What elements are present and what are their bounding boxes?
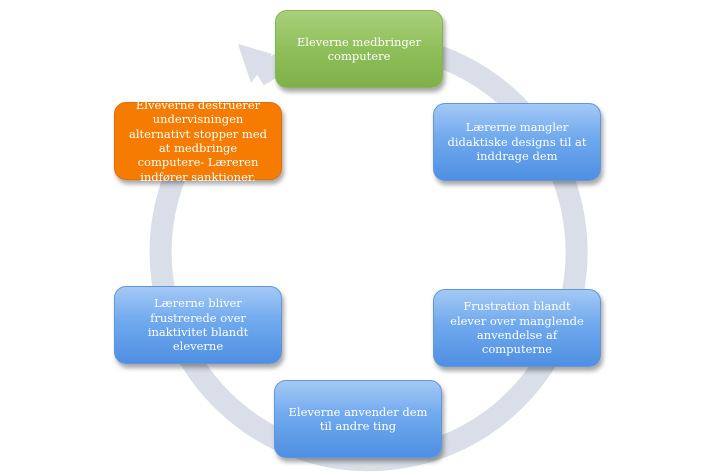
cycle-node-6: Elveverne destruerer undervisningen alte… bbox=[114, 98, 282, 184]
cycle-node-5: Lærerne bliver frustrerede over inaktivi… bbox=[114, 286, 282, 364]
cycle-node-1-text: Eleverne medbringer computere bbox=[296, 34, 422, 63]
cycle-node-4: Eleverne anvender dem til andre ting bbox=[274, 380, 442, 458]
cycle-node-6-text: Elveverne destruerer undervisningen alte… bbox=[129, 97, 267, 184]
cycle-node-2: Lærerne mangler didaktiske designs til a… bbox=[433, 103, 601, 181]
cycle-node-4-text: Eleverne anvender dem til andre ting bbox=[288, 404, 428, 433]
cycle-node-3-text: Frustration blandt elever over manglende… bbox=[450, 299, 584, 357]
cycle-node-1: Eleverne medbringer computere bbox=[275, 10, 443, 88]
cycle-node-2-text: Lærerne mangler didaktiske designs til a… bbox=[447, 120, 587, 164]
cycle-node-3: Frustration blandt elever over manglende… bbox=[433, 289, 601, 367]
ring-arrowhead bbox=[238, 44, 272, 83]
cycle-node-5-text: Lærerne bliver frustrerede over inaktivi… bbox=[147, 296, 249, 354]
